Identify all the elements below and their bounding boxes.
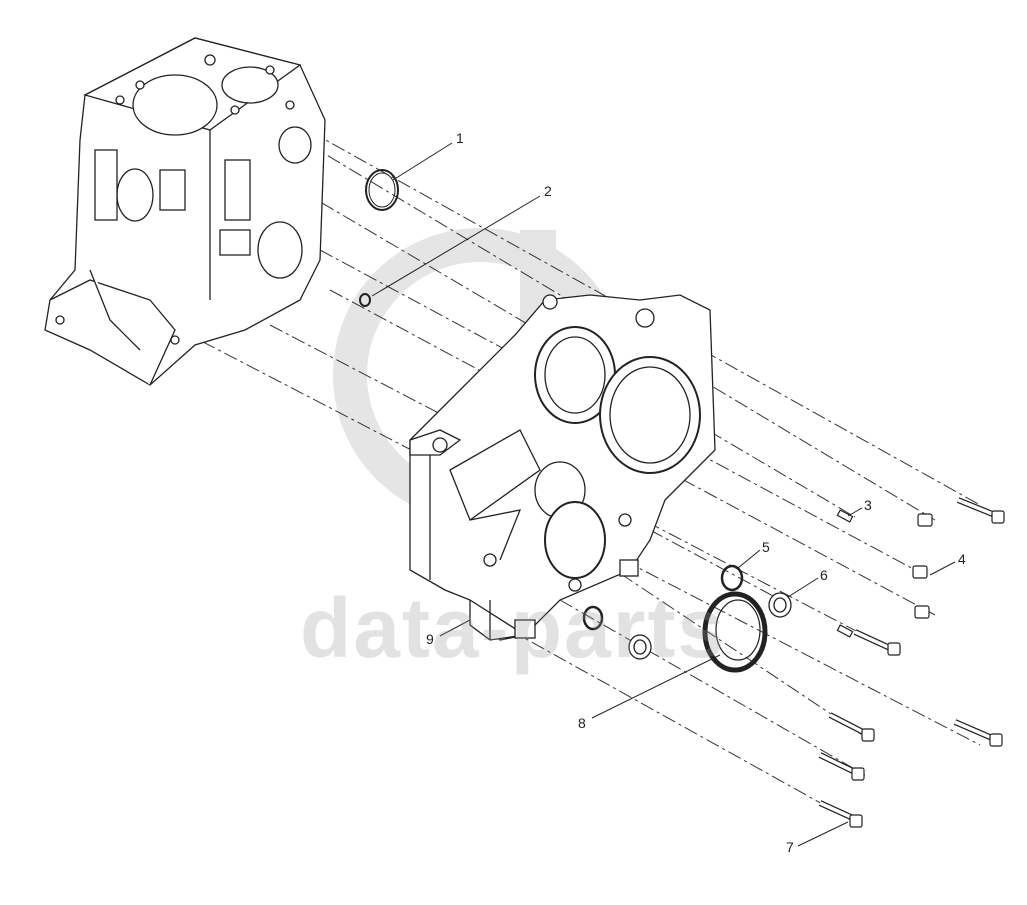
callout-7: 7 (786, 839, 794, 855)
plug-6b (628, 634, 652, 660)
callout-9: 9 (426, 631, 434, 647)
leader-lines (371, 142, 956, 847)
bolt-long-a (956, 497, 1005, 524)
bolt-long-b (853, 629, 901, 656)
o-ring-5 (720, 564, 744, 592)
crankshaft-seal-8 (702, 591, 768, 673)
callout-5: 5 (762, 539, 770, 555)
callout-6: 6 (820, 567, 828, 583)
callout-4: 4 (958, 551, 966, 567)
bolt-long-e (818, 752, 865, 781)
watermark-text: data-parts (300, 581, 727, 675)
bolt-short-c (914, 605, 930, 619)
engine-block (44, 37, 326, 386)
bolt-long-c (953, 719, 1003, 747)
dowel-pin-3 (836, 509, 854, 638)
o-ring-1 (365, 169, 399, 211)
bolt-short-a (917, 513, 933, 527)
gear-housing (409, 294, 716, 641)
bolts (818, 497, 1005, 828)
bolt-short-b (912, 565, 928, 579)
callout-1: 1 (456, 130, 464, 146)
callout-8: 8 (578, 715, 586, 731)
plug-6 (768, 592, 792, 618)
callout-2: 2 (544, 183, 552, 199)
bolt-long-f (818, 800, 863, 828)
o-ring-5b (582, 605, 604, 631)
bolt-long-d (828, 712, 875, 742)
o-ring-2 (359, 293, 371, 307)
callout-3: 3 (864, 497, 872, 513)
